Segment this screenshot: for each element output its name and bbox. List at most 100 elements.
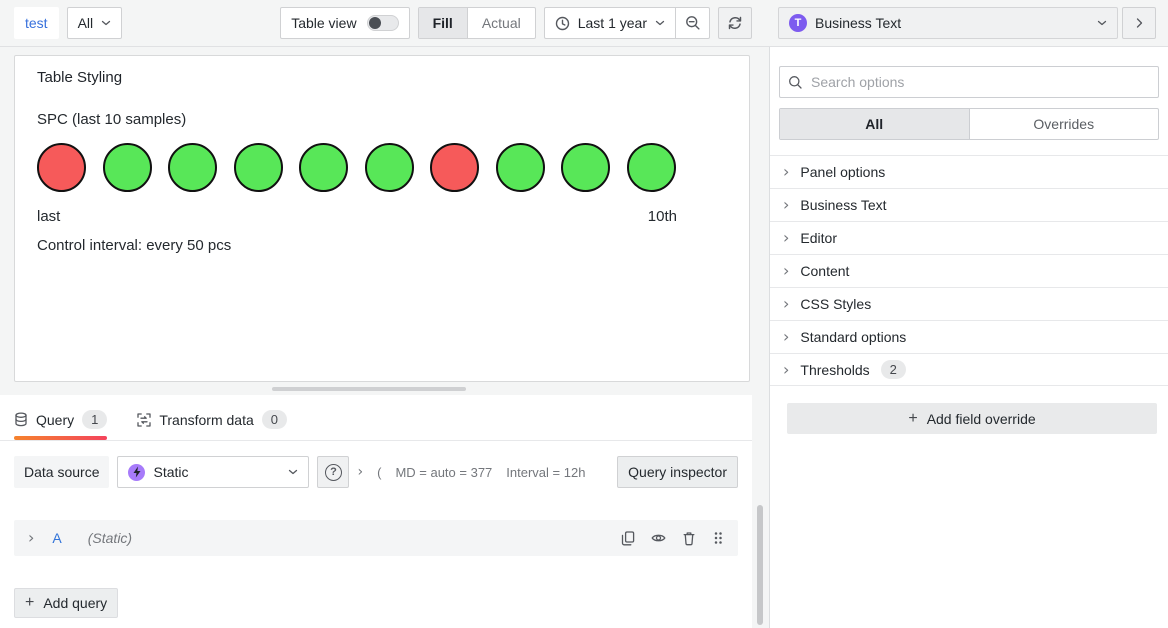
- spc-circle-green: [168, 143, 217, 192]
- tab-query[interactable]: Query 1: [14, 410, 108, 440]
- options-filter-tabs: All Overrides: [779, 108, 1159, 140]
- chevron-right-icon: ›: [783, 261, 790, 280]
- tab-query-label: Query: [36, 411, 75, 428]
- zoom-out-button[interactable]: [676, 7, 710, 39]
- tab-all[interactable]: All: [780, 109, 969, 139]
- drag-query-handle[interactable]: [712, 531, 724, 545]
- chevron-right-icon: ›: [783, 228, 790, 247]
- chevron-down-icon: [289, 469, 298, 475]
- drag-handle-icon: [714, 532, 722, 544]
- business-text-plugin-icon: T: [789, 14, 807, 32]
- chevron-right-icon: ›: [357, 464, 364, 480]
- section-label: Content: [800, 263, 850, 279]
- section-label: Business Text: [800, 197, 887, 213]
- datasource-value: Static: [153, 464, 189, 480]
- time-range-value: Last 1 year: [577, 15, 647, 31]
- panel-preview: Table Styling SPC (last 10 samples) last…: [14, 55, 750, 382]
- chevron-down-icon: [1097, 20, 1107, 26]
- section-business-text[interactable]: ›Business Text: [770, 188, 1168, 221]
- transform-icon: [137, 412, 152, 427]
- chevron-right-icon: ›: [783, 327, 790, 346]
- spc-circle-red: [37, 143, 86, 192]
- transform-count-badge: 0: [261, 410, 287, 429]
- tab-transform-label: Transform data: [159, 411, 254, 428]
- query-row-a[interactable]: › A (Static): [14, 520, 738, 556]
- fill-actual-switch: Fill Actual: [417, 7, 536, 39]
- query-inspector-button[interactable]: Query inspector: [617, 456, 738, 488]
- chevron-down-icon: [101, 20, 111, 26]
- table-view-toggle[interactable]: [366, 15, 399, 31]
- plus-icon: +: [908, 409, 918, 427]
- section-label: Panel options: [800, 164, 886, 180]
- plus-icon: +: [25, 594, 35, 611]
- collapse-options-button[interactable]: [1122, 7, 1156, 39]
- tab-overrides[interactable]: Overrides: [968, 109, 1159, 139]
- panel-subtitle: SPC (last 10 samples): [37, 111, 187, 128]
- toggle-knob-icon: [368, 17, 381, 29]
- chevron-down-icon: [655, 20, 665, 26]
- section-label: Editor: [800, 230, 837, 246]
- disable-query-button[interactable]: [651, 531, 666, 545]
- time-range-picker[interactable]: Last 1 year: [543, 7, 676, 39]
- options-sidebar: All Overrides ›Panel options›Business Te…: [769, 47, 1168, 628]
- spc-circle-green: [299, 143, 348, 192]
- zoom-out-icon: [685, 16, 700, 30]
- eye-icon: [651, 534, 666, 542]
- pane-resize-handle[interactable]: [272, 387, 466, 391]
- datasource-picker[interactable]: Static: [117, 456, 310, 488]
- section-css-styles[interactable]: ›CSS Styles: [770, 287, 1168, 320]
- tab-transform-data[interactable]: Transform data 0: [137, 410, 287, 440]
- query-options-summary[interactable]: › ( MD = auto = 377 Interval = 12h: [357, 465, 585, 480]
- spc-circle-green: [233, 143, 283, 192]
- add-field-override-button[interactable]: + Add field override: [787, 403, 1157, 434]
- breadcrumb[interactable]: test: [14, 7, 59, 39]
- fill-option[interactable]: Fill: [418, 8, 467, 38]
- table-view-label: Table view: [291, 15, 357, 31]
- static-datasource-icon: [128, 463, 146, 481]
- duplicate-query-button[interactable]: [621, 530, 635, 546]
- add-query-button[interactable]: + Add query: [14, 588, 119, 618]
- panel-type-dropdown[interactable]: T Business Text: [778, 7, 1118, 39]
- add-override-label: Add field override: [926, 410, 1036, 427]
- section-count-badge: 2: [880, 360, 906, 379]
- chevron-right-icon: ›: [783, 162, 790, 181]
- spc-circle-red: [430, 143, 479, 192]
- chevron-right-icon: ›: [783, 294, 790, 313]
- datasource-help-button[interactable]: ?: [317, 456, 350, 488]
- section-standard-options[interactable]: ›Standard options: [770, 320, 1168, 353]
- query-pane: Query 1 Transform data 0 Data source Sta…: [0, 395, 752, 628]
- query-options-truncated: (: [377, 464, 382, 480]
- vertical-scrollbar-thumb[interactable]: [757, 505, 763, 625]
- panel-title: Table Styling: [37, 69, 123, 86]
- search-options-input[interactable]: [809, 73, 1150, 91]
- copy-icon: [621, 530, 635, 545]
- spc-circle-green: [561, 143, 610, 192]
- section-editor[interactable]: › Editor: [770, 221, 1168, 254]
- spc-circle-green: [626, 143, 676, 192]
- add-query-label: Add query: [43, 595, 108, 611]
- refresh-button[interactable]: [718, 7, 752, 39]
- query-tab-bar: Query 1 Transform data 0: [0, 395, 752, 441]
- options-search: [779, 66, 1159, 98]
- database-icon: [15, 412, 27, 427]
- spc-circle-row: [37, 143, 676, 192]
- section-content[interactable]: › Content: [770, 254, 1168, 287]
- control-interval-text: Control interval: every 50 pcs: [37, 237, 232, 254]
- top-toolbar: test All Table view Fill Actual Last 1 y…: [0, 0, 1168, 47]
- delete-query-button[interactable]: [682, 531, 696, 546]
- section-panel-options[interactable]: › Panel options: [770, 155, 1168, 188]
- search-icon: [789, 75, 802, 89]
- query-datasource-name: (Static): [87, 530, 133, 546]
- datasource-label: Data source: [14, 456, 110, 488]
- datasource-row: Data source Static ? › ( MD = auto = 377…: [14, 456, 738, 488]
- template-variable-dropdown[interactable]: All: [66, 7, 123, 39]
- spc-right-label: 10th: [647, 208, 677, 225]
- spc-left-label: last: [37, 208, 61, 225]
- help-icon: ?: [324, 463, 342, 481]
- chevron-right-icon[interactable]: ›: [28, 528, 35, 547]
- actual-option[interactable]: Actual: [466, 8, 535, 38]
- section-label: Thresholds: [800, 361, 870, 378]
- spc-circle-green: [495, 143, 545, 192]
- chevron-right-icon: [1136, 18, 1142, 28]
